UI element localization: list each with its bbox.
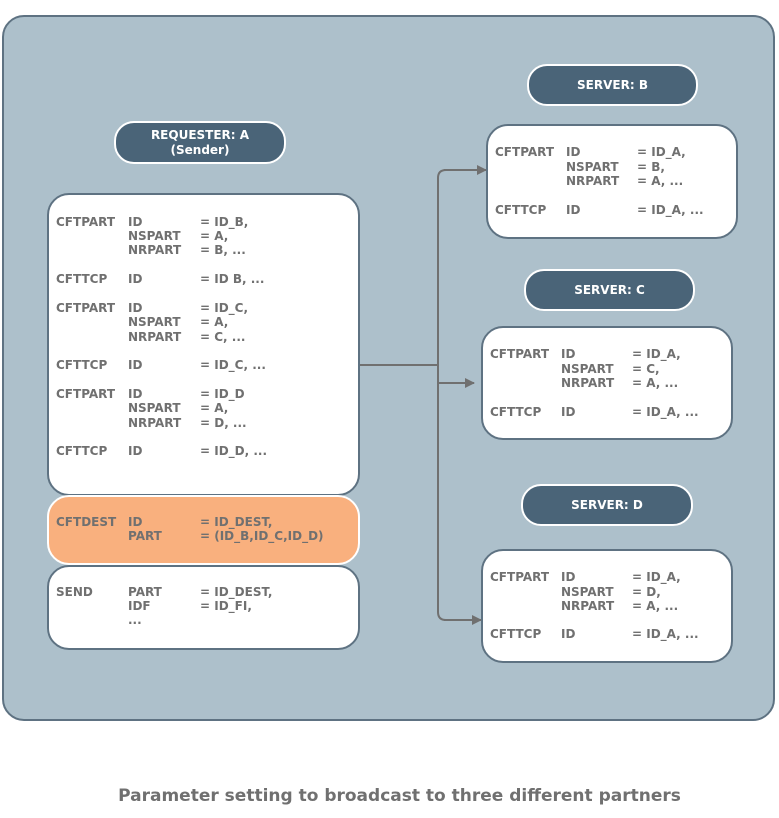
server-c-param-value: = C, <box>632 362 660 376</box>
server-b-title-pill: SERVER: B <box>527 64 698 106</box>
server-c-title-pill: SERVER: C <box>524 269 695 311</box>
requester-param-key: CFTTCP <box>56 444 108 458</box>
requester-param-value: = ID_B, <box>200 215 249 229</box>
requester-param-param: ID <box>128 301 143 315</box>
server-c-param-param: ID <box>561 347 576 361</box>
requester-param-value: = ID_C, <box>200 301 249 315</box>
send-param-param: PART <box>128 585 162 599</box>
server-b-title: SERVER: B <box>577 77 648 92</box>
server-b-param-key: CFTTCP <box>495 203 547 217</box>
server-c-param-key: CFTTCP <box>490 405 542 419</box>
requester-param-param: NRPART <box>128 330 182 344</box>
cftdest-param-value: = ID_DEST, <box>200 515 273 529</box>
requester-title: REQUESTER: A <box>150 127 250 142</box>
requester-param-key: CFTPART <box>56 301 116 315</box>
server-d-param-param: NSPART <box>561 585 614 599</box>
server-c-param-param: NSPART <box>561 362 614 376</box>
send-param-param: IDF <box>128 599 151 613</box>
requester-param-key: CFTTCP <box>56 272 108 286</box>
requester-param-value: = A, <box>200 401 229 415</box>
send-param-value: = ID_FI, <box>200 599 252 613</box>
server-d-param-value: = D, <box>632 585 661 599</box>
server-d-title-pill: SERVER: D <box>521 484 693 526</box>
send-box <box>47 565 360 650</box>
cftdest-param-value: = (ID_B,ID_C,ID_D) <box>200 529 324 543</box>
diagram-caption: Parameter setting to broadcast to three … <box>118 786 681 806</box>
server-b-param-value: = A, ... <box>637 174 684 188</box>
requester-param-value: = ID_C, ... <box>200 358 266 372</box>
requester-param-param: NSPART <box>128 315 181 329</box>
requester-param-param: ID <box>128 215 143 229</box>
cftdest-param-param: PART <box>128 529 162 543</box>
server-b-box <box>486 124 738 239</box>
requester-param-key: CFTPART <box>56 387 116 401</box>
requester-param-param: NSPART <box>128 229 181 243</box>
server-c-param-value: = ID_A, ... <box>632 405 699 419</box>
requester-param-param: ID <box>128 444 143 458</box>
server-d-param-param: ID <box>561 570 576 584</box>
server-d-title: SERVER: D <box>571 497 643 512</box>
server-b-param-param: NRPART <box>566 174 620 188</box>
requester-param-param: NRPART <box>128 243 182 257</box>
cftdest-param-param: ID <box>128 515 143 529</box>
server-d-param-value: = A, ... <box>632 599 679 613</box>
send-param-param: ... <box>128 613 142 627</box>
server-b-param-value: = B, <box>637 160 665 174</box>
requester-title-pill: REQUESTER: A (Sender) <box>114 121 286 164</box>
server-b-param-key: CFTPART <box>495 145 555 159</box>
send-param-value: = ID_DEST, <box>200 585 273 599</box>
server-b-param-value: = ID_A, <box>637 145 686 159</box>
server-d-param-key: CFTTCP <box>490 627 542 641</box>
requester-param-value: = C, ... <box>200 330 246 344</box>
requester-param-param: ID <box>128 358 143 372</box>
server-d-param-param: ID <box>561 627 576 641</box>
server-d-param-value: = ID_A, ... <box>632 627 699 641</box>
requester-param-value: = A, <box>200 315 229 329</box>
server-c-box <box>481 326 733 440</box>
requester-param-param: NSPART <box>128 401 181 415</box>
requester-param-key: CFTPART <box>56 215 116 229</box>
server-b-param-param: ID <box>566 145 581 159</box>
server-d-param-param: NRPART <box>561 599 615 613</box>
server-d-box <box>481 549 733 663</box>
server-b-param-value: = ID_A, ... <box>637 203 704 217</box>
connector-spine <box>437 169 447 621</box>
server-d-param-value: = ID_A, <box>632 570 681 584</box>
requester-param-value: = D, ... <box>200 416 247 430</box>
requester-subtitle: (Sender) <box>170 142 230 157</box>
requester-config-box <box>47 193 360 496</box>
requester-param-param: ID <box>128 272 143 286</box>
requester-param-value: = ID_D <box>200 387 245 401</box>
requester-param-key: CFTTCP <box>56 358 108 372</box>
server-c-param-param: ID <box>561 405 576 419</box>
server-c-param-param: NRPART <box>561 376 615 390</box>
requester-param-param: ID <box>128 387 143 401</box>
send-param-key: SEND <box>56 585 93 599</box>
cftdest-box <box>47 495 360 565</box>
cftdest-param-key: CFTDEST <box>56 515 117 529</box>
server-c-param-key: CFTPART <box>490 347 550 361</box>
server-c-param-value: = A, ... <box>632 376 679 390</box>
server-b-param-param: ID <box>566 203 581 217</box>
requester-param-value: = A, <box>200 229 229 243</box>
server-d-param-key: CFTPART <box>490 570 550 584</box>
server-c-param-value: = ID_A, <box>632 347 681 361</box>
requester-param-value: = ID_D, ... <box>200 444 268 458</box>
requester-param-value: = ID B, ... <box>200 272 265 286</box>
server-b-param-param: NSPART <box>566 160 619 174</box>
server-c-title: SERVER: C <box>574 282 645 297</box>
requester-param-value: = B, ... <box>200 243 246 257</box>
requester-param-param: NRPART <box>128 416 182 430</box>
